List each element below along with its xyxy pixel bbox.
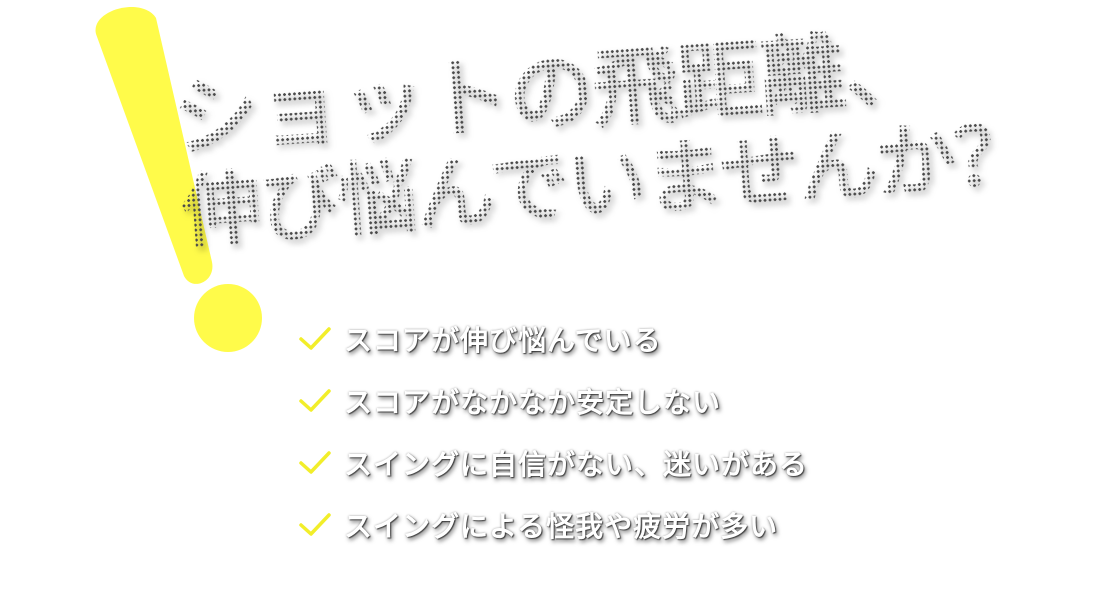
exclamation-dot	[194, 284, 262, 352]
headline: ショットの飛距離、 伸び悩んでいませんか？	[170, 13, 1035, 264]
exclamation-mark-icon	[95, 7, 262, 352]
checklist-item: スイングによる怪我や疲労が多い	[298, 504, 808, 546]
checklist-item-label: スイングによる怪我や疲労が多い	[344, 510, 779, 543]
checkmark-icon	[299, 389, 331, 412]
checklist: スコアが伸び悩んでいる スコアがなかなか安定しない スイングに自信がない、迷いが…	[298, 318, 808, 566]
checklist-item: スイングに自信がない、迷いがある	[298, 442, 808, 484]
checklist-item-label: スコアがなかなか安定しない	[344, 386, 722, 419]
exclamation-bar	[95, 7, 213, 284]
checkmark-icon	[299, 513, 331, 536]
checklist-item: スコアが伸び悩んでいる	[298, 318, 808, 360]
checkmark-icon	[299, 451, 331, 474]
checklist-item-label: スコアが伸び悩んでいる	[344, 324, 662, 357]
checklist-item-label: スイングに自信がない、迷いがある	[344, 448, 809, 481]
checklist-item: スコアがなかなか安定しない	[298, 380, 808, 422]
checkmark-icon	[299, 327, 331, 350]
